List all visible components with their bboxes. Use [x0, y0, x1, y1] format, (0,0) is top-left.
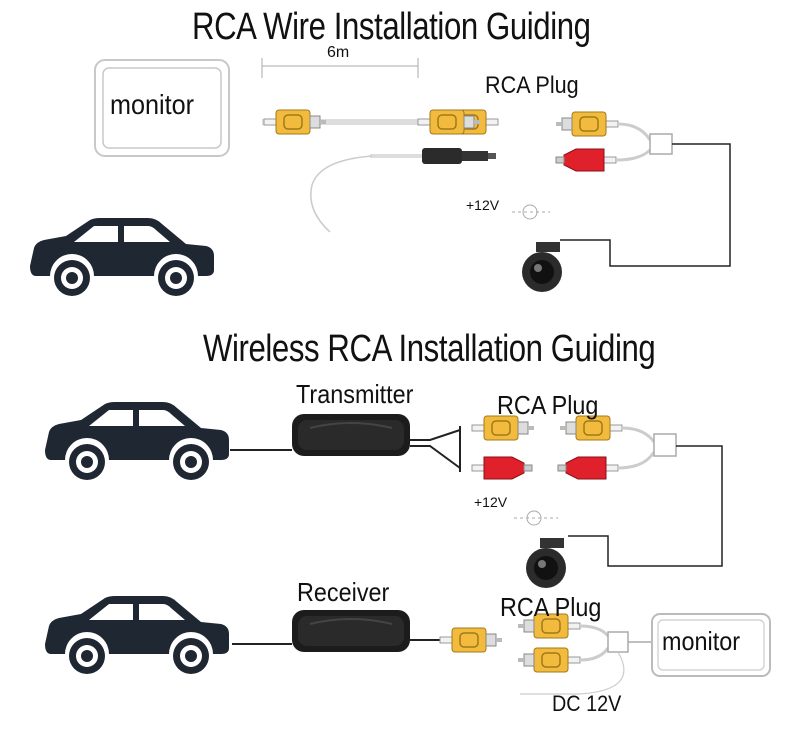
extension-cable	[262, 109, 499, 233]
camera-icon	[522, 242, 562, 292]
receiver-rca-plugs	[517, 613, 652, 695]
dc-power-label: DC 12V	[552, 691, 622, 716]
power-label: +12V	[474, 494, 508, 510]
car-icon	[45, 402, 229, 480]
camera-rca-plugs	[512, 111, 731, 267]
camera-icon	[526, 538, 566, 588]
monitor-icon	[94, 59, 230, 157]
cable-length-label: 6m	[327, 44, 350, 61]
transmitter-module	[291, 413, 411, 457]
title-wireless: Wireless RCA Installation Guiding	[203, 328, 656, 370]
monitor-icon	[651, 613, 771, 677]
monitor-label: monitor	[662, 626, 741, 656]
title-wired: RCA Wire Installation Guiding	[192, 6, 591, 48]
receiver-module	[291, 609, 411, 653]
rca-plug-label: RCA Plug	[500, 592, 602, 622]
cable-length-dimension	[261, 58, 419, 78]
receiver-label: Receiver	[297, 577, 390, 607]
power-label: +12V	[466, 197, 500, 213]
rca-plug-label: RCA Plug	[485, 72, 579, 99]
car-icon	[30, 218, 214, 296]
monitor-label: monitor	[110, 89, 195, 120]
transmitter-label: Transmitter	[296, 379, 414, 409]
transmitter-wiring	[410, 426, 461, 472]
car-icon	[45, 596, 229, 674]
rca-plug-label: RCA Plug	[497, 390, 599, 420]
